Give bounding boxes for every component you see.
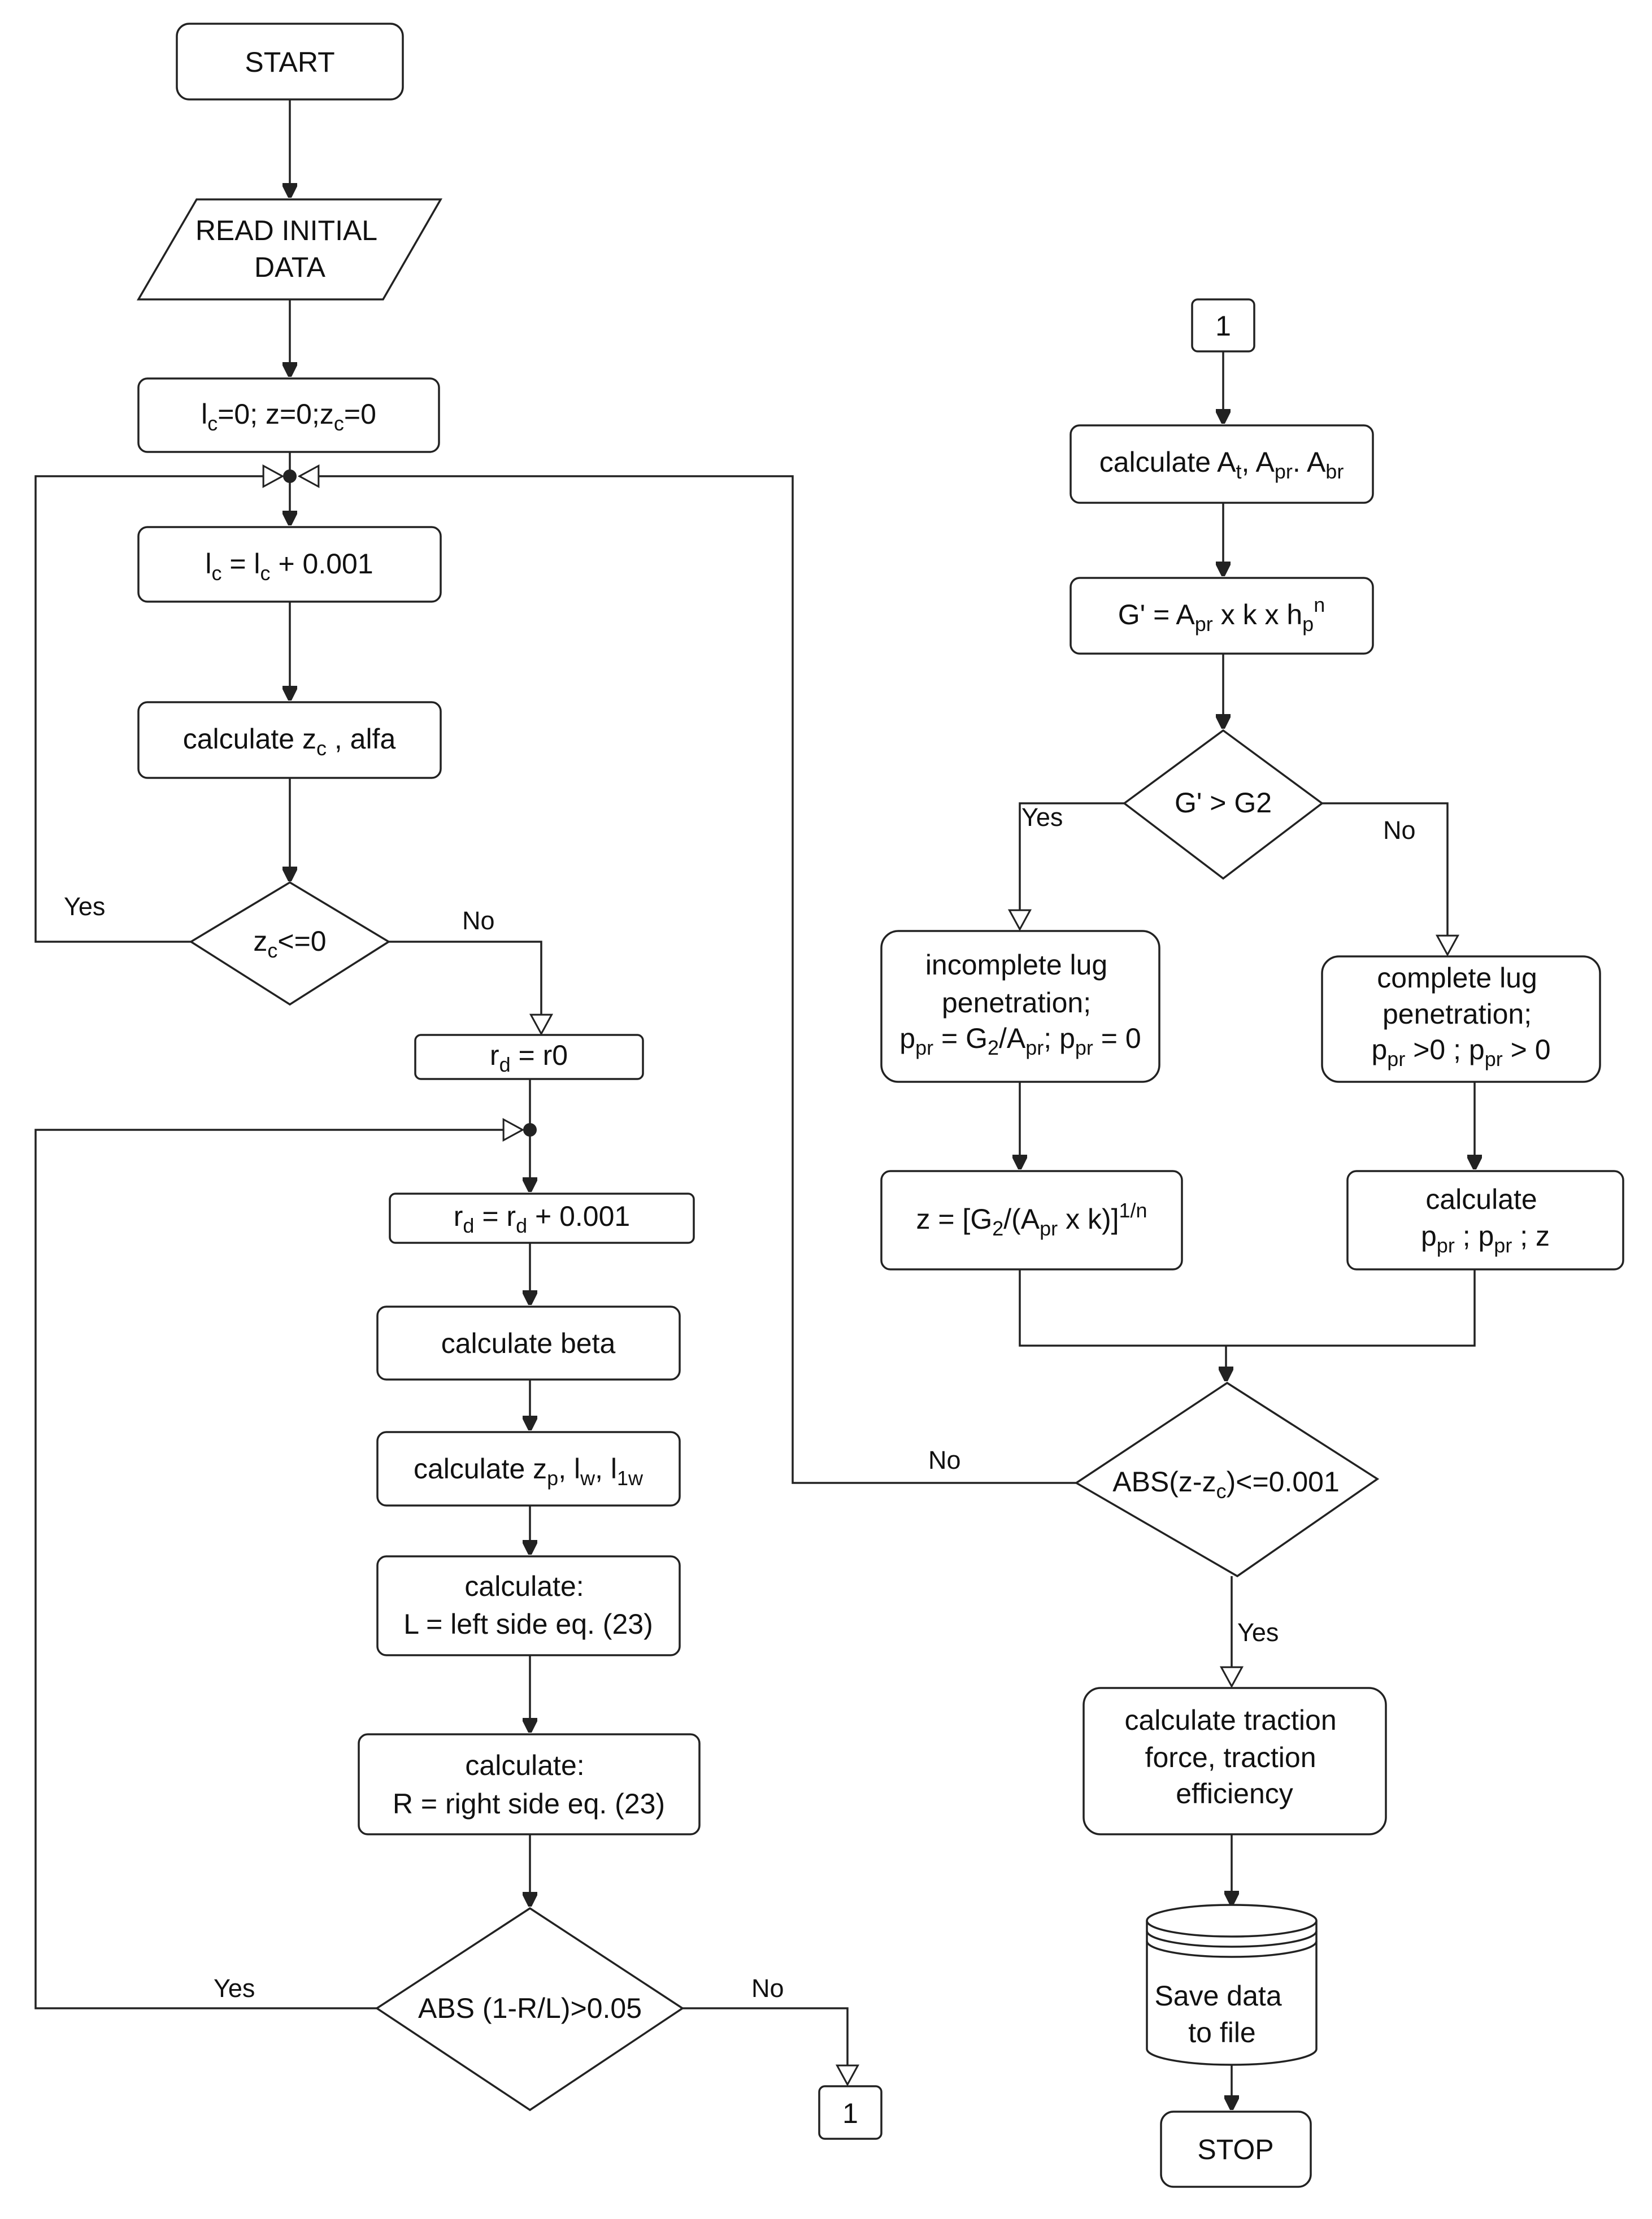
connector-out bbox=[818, 2085, 882, 2140]
init-vars-label: lc=0; z=0;zc=0 bbox=[201, 398, 376, 435]
connector-in bbox=[1191, 298, 1255, 353]
calc-beta-label: calculate beta bbox=[441, 1328, 616, 1359]
rd-init-process bbox=[414, 1034, 644, 1080]
connector-out-label: 1 bbox=[842, 2098, 858, 2129]
edge-g-yes bbox=[1020, 802, 1124, 929]
save-data-storage bbox=[1146, 1904, 1318, 2066]
zc-yes-label: Yes bbox=[64, 892, 105, 921]
complete-penetration-label: complete lug penetration; ppr >0 ; ppr >… bbox=[1371, 962, 1550, 1071]
zc-no-label: No bbox=[462, 906, 495, 935]
read-data-input bbox=[136, 198, 443, 301]
z-yes-label: Yes bbox=[1237, 1618, 1279, 1647]
calc-areas-label: calculate At, Apr. Abr bbox=[1099, 446, 1344, 483]
junction-dot bbox=[283, 469, 297, 483]
calc-ppr-label: calculate ppr ; ppr ; z bbox=[1421, 1184, 1550, 1257]
junction-dot bbox=[523, 1123, 537, 1137]
z-no-label: No bbox=[928, 1446, 961, 1474]
g-decision bbox=[1123, 729, 1324, 880]
rl-decision bbox=[375, 1907, 685, 2112]
calc-l-process bbox=[376, 1555, 681, 1656]
read-data-label: READ INIT­IAL DATA bbox=[195, 215, 384, 283]
calc-r-process bbox=[358, 1733, 701, 1835]
calc-traction-label: calculate traction force, traction effic… bbox=[1124, 1704, 1344, 1809]
inc-rd-label: rd = rd + 0.001 bbox=[454, 1200, 630, 1237]
inc-lc-label: lc = lc + 0.001 bbox=[205, 548, 373, 585]
calc-zc-alfa-process bbox=[137, 701, 442, 779]
calc-beta-process bbox=[376, 1306, 681, 1381]
calc-areas-process bbox=[1070, 424, 1374, 504]
edge-g-no bbox=[1322, 802, 1447, 955]
calc-zp-process bbox=[376, 1431, 681, 1507]
edge-rl-yes-loop bbox=[34, 1130, 523, 2009]
rl-decision-label: ABS (1-R/L)>0.05 bbox=[418, 1992, 642, 2024]
edge-calc-z-merge bbox=[1019, 1269, 1226, 1347]
rd-init-label: rd = r0 bbox=[490, 1039, 568, 1076]
edge-zc-no bbox=[389, 941, 541, 1034]
calc-z-label: z = [G2/(Apr x k)]1/n bbox=[916, 1199, 1147, 1240]
z-decision bbox=[1074, 1381, 1380, 1578]
zc-decision bbox=[189, 881, 391, 1006]
edges bbox=[34, 99, 1476, 2110]
z-decision-label: ABS(z-zc)<=0.001 bbox=[1112, 1466, 1340, 1503]
stop-terminal bbox=[1160, 2111, 1312, 2188]
inc-rd-process bbox=[389, 1193, 695, 1244]
calc-g-label: G' = Apr x k x hpn bbox=[1118, 593, 1325, 636]
edge-calc-ppr-merge bbox=[1226, 1269, 1476, 1347]
save-data-label: Save data to file bbox=[1154, 1980, 1289, 2048]
calc-zp-label: calculate zp, lw, l1w bbox=[414, 1453, 644, 1490]
calc-traction-process bbox=[1083, 1687, 1387, 1835]
rl-yes-label: Yes bbox=[214, 1974, 255, 2003]
complete-penetration-process bbox=[1321, 955, 1601, 1083]
g-yes-label: Yes bbox=[1021, 803, 1063, 832]
start-label: START bbox=[245, 46, 334, 78]
calc-l-label: calculate: L = left side eq. (23) bbox=[403, 1570, 653, 1640]
start-terminal bbox=[176, 23, 404, 101]
g-decision-label: G' > G2 bbox=[1175, 787, 1272, 819]
connector-in-label: 1 bbox=[1215, 310, 1231, 342]
calc-zc-alfa-label: calculate zc , alfa bbox=[183, 723, 396, 760]
calc-g-process bbox=[1070, 577, 1374, 655]
incomplete-penetration-label: incomplete lug penetration; ppr = G2/Apr… bbox=[899, 949, 1141, 1059]
rl-no-label: No bbox=[751, 1974, 784, 2003]
init-vars-process bbox=[137, 377, 440, 453]
incomplete-penetration-process bbox=[880, 930, 1160, 1083]
calc-r-label: calculate: R = right side eq. (23) bbox=[393, 1750, 665, 1820]
stop-label: STOP bbox=[1197, 2134, 1273, 2165]
edge-z-no-loop bbox=[299, 476, 1076, 1484]
edge-rl-no bbox=[682, 2007, 847, 2085]
zc-decision-label: zc<=0 bbox=[253, 925, 326, 962]
calc-ppr-process bbox=[1346, 1170, 1624, 1271]
edge-zc-yes-loop bbox=[34, 476, 282, 943]
inc-lc-process bbox=[137, 526, 442, 603]
calc-z-process bbox=[880, 1170, 1183, 1271]
g-no-label: No bbox=[1383, 816, 1416, 845]
